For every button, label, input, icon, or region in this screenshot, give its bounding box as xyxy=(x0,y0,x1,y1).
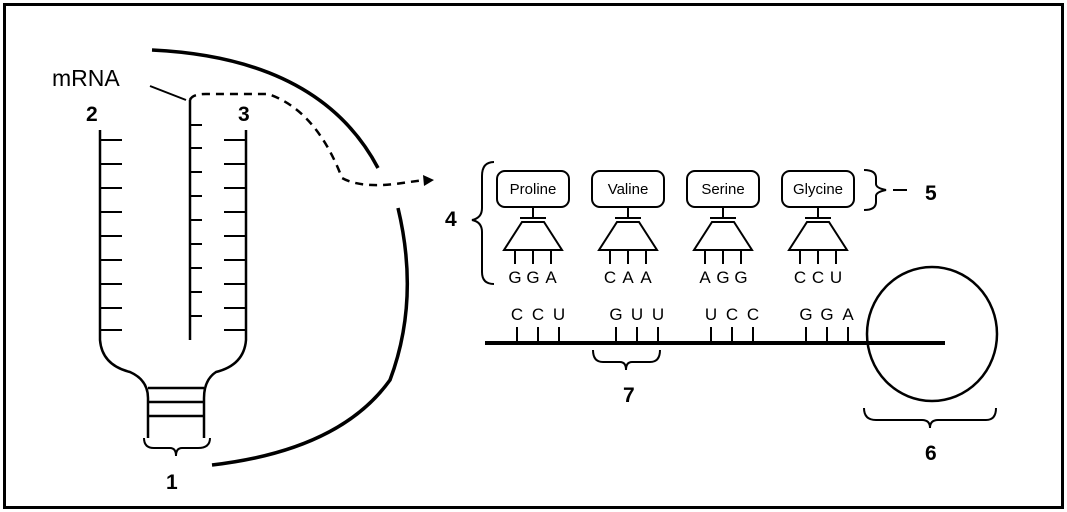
bracket-7 xyxy=(592,349,661,371)
anticodon-base: G xyxy=(734,268,747,287)
codon-base: A xyxy=(842,305,854,324)
anticodon-base: C xyxy=(812,268,824,287)
anticodon-base: A xyxy=(699,268,711,287)
codon-base: G xyxy=(609,305,622,324)
amino-acid-label: Glycine xyxy=(793,181,843,198)
amino-acid-label: Serine xyxy=(701,181,744,198)
nuclear-envelope-upper xyxy=(151,48,380,169)
anticodon-base: G xyxy=(508,268,521,287)
anticodon-base: A xyxy=(545,268,557,287)
bracket-4 xyxy=(471,161,495,285)
bracket-6 xyxy=(863,407,997,429)
amino-acid-label: Proline xyxy=(510,181,557,198)
anticodon-base: C xyxy=(604,268,616,287)
codon-base: C xyxy=(726,305,738,324)
ribosome xyxy=(865,265,999,403)
trna-body xyxy=(692,221,754,251)
dna-base-ticks xyxy=(100,124,246,331)
bracket-1 xyxy=(143,437,211,457)
mrna-leader-line xyxy=(149,85,187,101)
codon-base: C xyxy=(532,305,544,324)
codon-base: C xyxy=(747,305,759,324)
trna-body xyxy=(502,221,564,251)
codon-base: C xyxy=(511,305,523,324)
trna-body xyxy=(787,221,849,251)
anticodon-base: G xyxy=(716,268,729,287)
anticodon-base: A xyxy=(640,268,652,287)
label-5: 5 xyxy=(925,182,937,205)
label-2: 2 xyxy=(86,103,98,126)
dna-unzipped-strands xyxy=(98,100,248,438)
anticodon-base: C xyxy=(794,268,806,287)
label-6: 6 xyxy=(925,442,937,465)
trna-body xyxy=(597,221,659,251)
mrna-transport-path xyxy=(188,92,425,187)
diagram-frame xyxy=(3,3,1064,509)
transport-arrowhead xyxy=(423,175,434,186)
label-1: 1 xyxy=(166,471,178,494)
brackets xyxy=(143,161,997,457)
anticodon-base: U xyxy=(830,268,842,287)
amino-acid-label: Valine xyxy=(608,181,649,198)
codon-base: U xyxy=(553,305,565,324)
label-3: 3 xyxy=(238,103,250,126)
codon-base: G xyxy=(799,305,812,324)
anticodon-base: G xyxy=(526,268,539,287)
bracket-5 xyxy=(863,169,887,211)
nuclear-envelope-lower xyxy=(211,207,410,467)
label-7: 7 xyxy=(623,384,635,407)
codon-base: G xyxy=(820,305,833,324)
codon-base: U xyxy=(631,305,643,324)
codon-base: U xyxy=(652,305,664,324)
label-mrna: mRNA xyxy=(52,65,120,91)
anticodon-base: A xyxy=(622,268,634,287)
codon-base: U xyxy=(705,305,717,324)
label-4: 4 xyxy=(445,208,457,231)
